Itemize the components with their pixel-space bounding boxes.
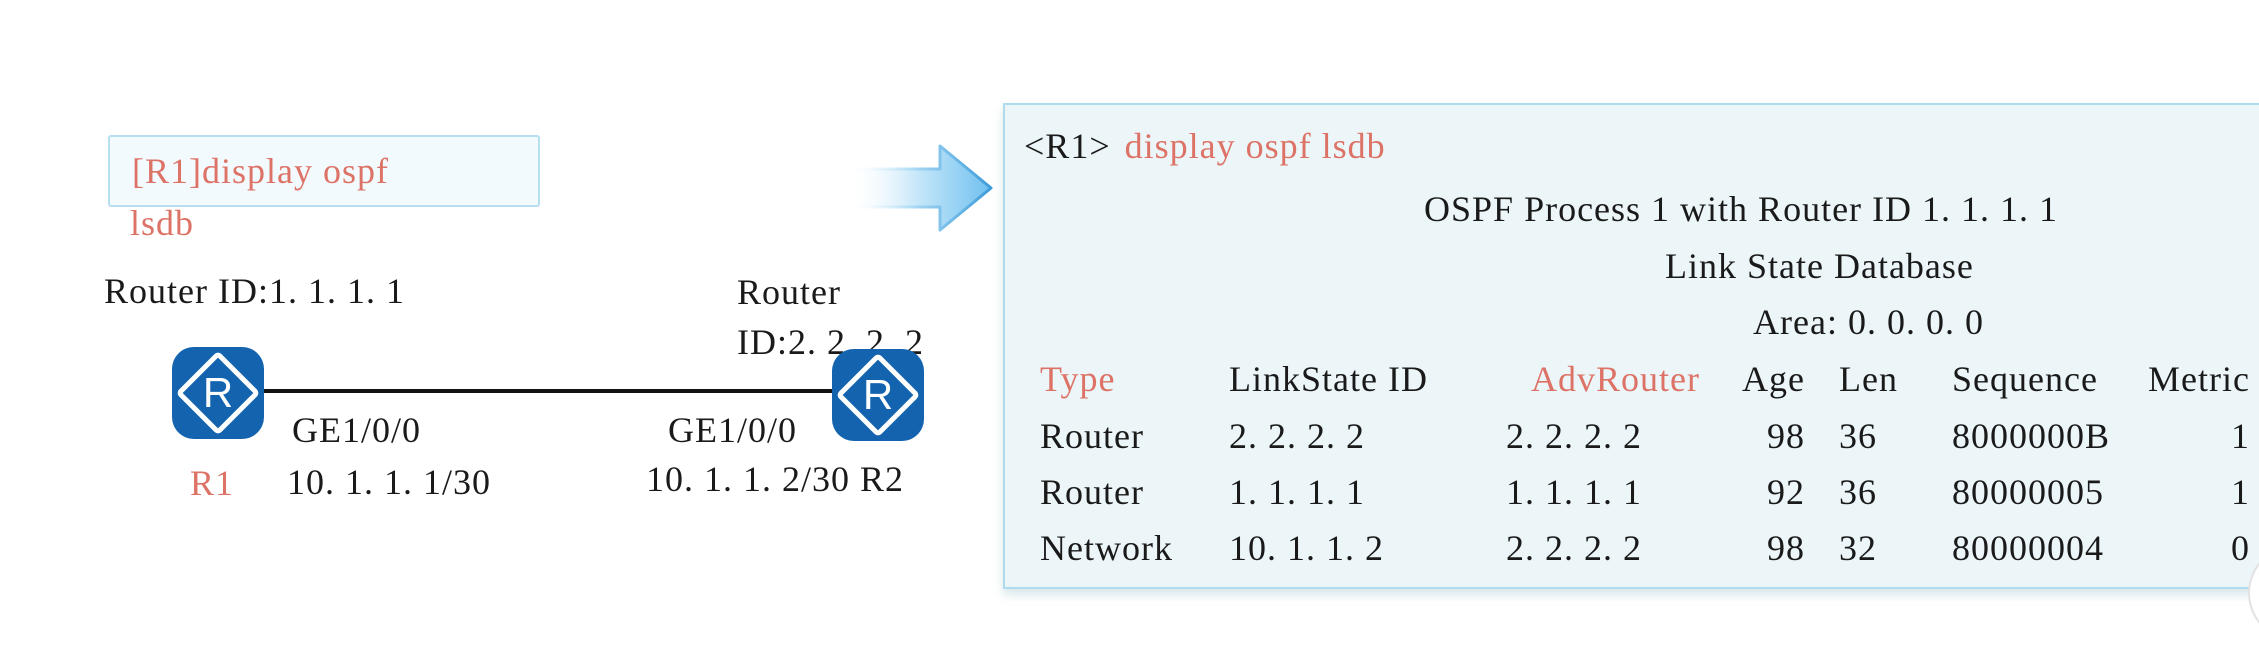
terminal-command: display ospf lsdb <box>1124 126 1386 166</box>
cell-age: 92 <box>1767 472 1805 512</box>
r1-name-label: R1 <box>190 463 235 503</box>
cell-len: 32 <box>1839 528 1877 568</box>
command-text-line2: lsdb <box>130 203 195 243</box>
cell-sequence: 80000005 <box>1952 472 2104 512</box>
cell-len: 36 <box>1839 416 1877 456</box>
cell-metric: 0 <box>2231 528 2250 568</box>
link-line <box>262 389 834 393</box>
link-state-database-line: Link State Database <box>1665 246 1974 286</box>
cell-type: Router <box>1040 416 1144 456</box>
router-letter: R <box>202 369 234 416</box>
table-row: Router 2. 2. 2. 2 2. 2. 2. 2 98 36 80000… <box>1005 415 2259 457</box>
table-row: Network 10. 1. 1. 2 2. 2. 2. 2 98 32 800… <box>1005 527 2259 569</box>
cell-linkstate-id: 2. 2. 2. 2 <box>1229 416 1365 456</box>
area-line: Area: 0. 0. 0. 0 <box>1753 302 1984 342</box>
flow-arrow-icon <box>845 142 995 243</box>
col-header-linkstate-id: LinkState ID <box>1229 359 1428 399</box>
terminal-command-line: <R1> display ospf lsdb <box>1024 125 2259 167</box>
r1-ip-label: 10. 1. 1. 1/30 <box>287 462 492 502</box>
cell-age: 98 <box>1767 528 1805 568</box>
command-callout-box <box>108 135 540 207</box>
lsdb-table-header-row: Type LinkState ID AdvRouter Age Len Sequ… <box>1005 358 2259 400</box>
cell-linkstate-id: 1. 1. 1. 1 <box>1229 472 1365 512</box>
terminal-output-panel: <R1> display ospf lsdb OSPF Process 1 wit… <box>1003 103 2259 589</box>
col-header-type: Type <box>1040 359 1116 399</box>
cell-type: Network <box>1040 528 1173 568</box>
router-letter: R <box>862 371 894 418</box>
router-icon-r1: R <box>172 347 264 439</box>
table-row: Router 1. 1. 1. 1 1. 1. 1. 1 92 36 80000… <box>1005 471 2259 513</box>
r2-ip-and-name-label: 10. 1. 1. 2/30 R2 <box>646 459 905 499</box>
cell-linkstate-id: 10. 1. 1. 2 <box>1229 528 1384 568</box>
r2-router-id-label-line1: Router <box>737 272 841 312</box>
col-header-sequence: Sequence <box>1952 359 2098 399</box>
router-icon-r2: R <box>832 349 924 441</box>
cell-sequence: 8000000B <box>1952 416 2111 456</box>
cell-advrouter: 1. 1. 1. 1 <box>1506 472 1642 512</box>
cell-metric: 1 <box>2231 416 2250 456</box>
cell-metric: 1 <box>2231 472 2250 512</box>
col-header-age: Age <box>1742 359 1805 399</box>
cell-advrouter: 2. 2. 2. 2 <box>1506 416 1642 456</box>
col-header-len: Len <box>1839 359 1898 399</box>
col-header-metric: Metric <box>2148 359 2250 399</box>
ospf-process-line: OSPF Process 1 with Router ID 1. 1. 1. 1 <box>1424 189 2059 229</box>
command-text-line1: [R1]display ospf <box>132 151 389 191</box>
col-header-advrouter: AdvRouter <box>1531 359 1700 399</box>
cell-sequence: 80000004 <box>1952 528 2104 568</box>
r2-interface-label: GE1/0/0 <box>668 410 797 450</box>
cell-type: Router <box>1040 472 1144 512</box>
r1-router-id-label: Router ID:1. 1. 1. 1 <box>104 271 405 311</box>
r1-interface-label: GE1/0/0 <box>292 410 421 450</box>
terminal-prompt: <R1> <box>1024 126 1111 166</box>
cell-len: 36 <box>1839 472 1877 512</box>
cell-age: 98 <box>1767 416 1805 456</box>
cell-advrouter: 2. 2. 2. 2 <box>1506 528 1642 568</box>
